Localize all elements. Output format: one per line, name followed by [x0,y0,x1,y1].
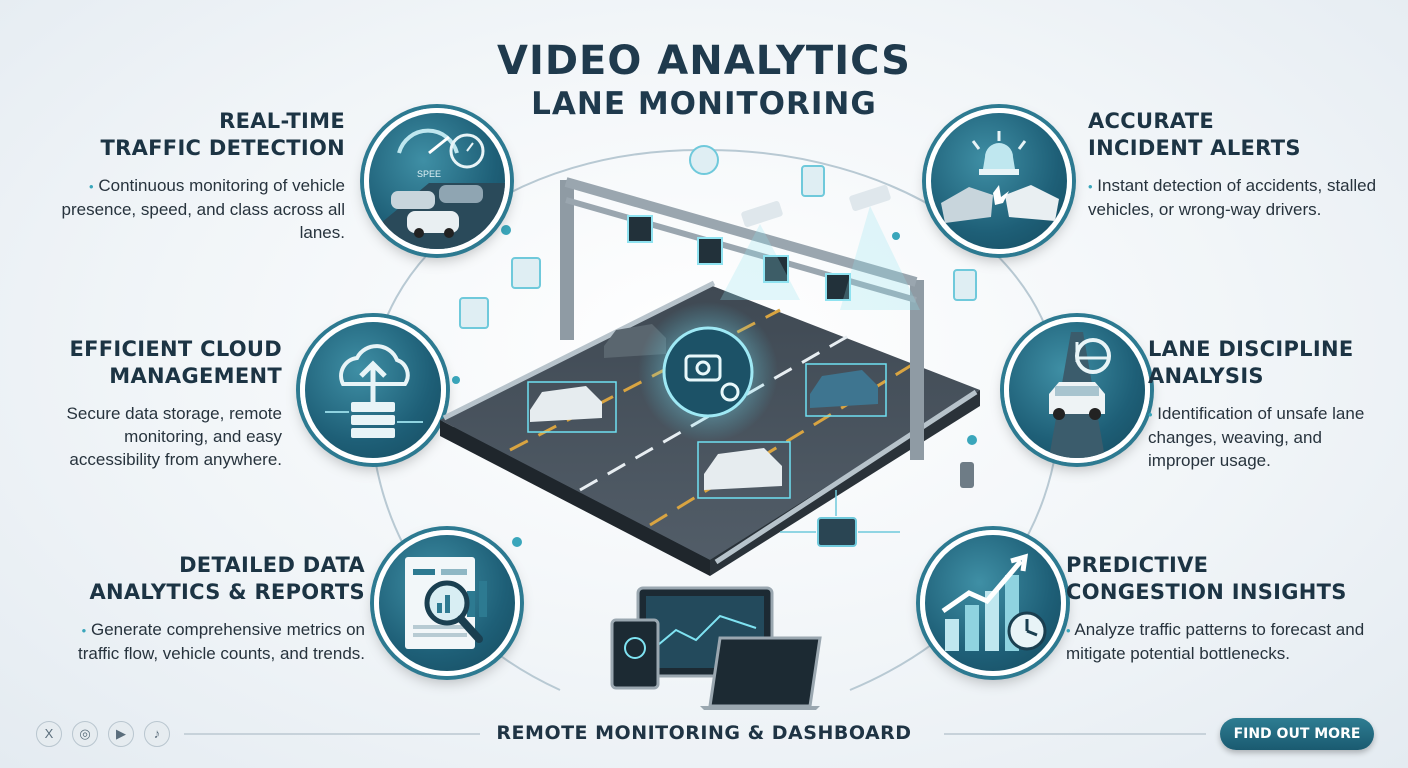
cloud-upload-icon [300,317,446,463]
feature-title-line2: CONGESTION INSIGHTS [1066,580,1347,604]
youtube-icon[interactable]: ▶ [108,721,134,747]
page-title: VIDEO ANALYTICS [497,38,911,84]
sensor-icon [801,165,825,197]
feature-title-line1: EFFICIENT CLOUD [69,337,282,361]
lane-monitoring-illustration [440,145,980,710]
feature-description: Identification of unsafe lane changes, w… [1148,404,1365,470]
report-magnifier-icon [374,530,520,676]
speedometer-label: SPEE [417,169,441,179]
steering-wheel-car-icon [1004,317,1150,463]
instagram-icon[interactable]: ◎ [72,721,98,747]
roadside-sensor [960,462,974,488]
processor-chip-icon [817,517,857,547]
wifi-icon [459,297,489,329]
feature-description: Generate comprehensive metrics on traffi… [78,620,365,663]
bullet-dot: • [1148,407,1153,422]
feature-title-line1: LANE DISCIPLINE [1148,337,1354,361]
car-icon [805,363,887,417]
feature-real-time-traffic-detection: REAL-TIME TRAFFIC DETECTION • Continuous … [40,108,346,244]
feature-description: Instant detection of accidents, stalled … [1088,176,1377,219]
bullet-dot: • [1066,623,1071,638]
feature-description: Analyze traffic patterns to forecast and… [1066,620,1365,663]
sensor-icon [953,269,977,301]
wifi-icon [689,145,719,175]
car-icon [697,441,791,499]
footer-divider-right [944,733,1206,735]
car-icon [527,381,617,433]
speedometer-cars-icon: SPEE [364,108,510,254]
feature-title-line1: DETAILED DATA [179,553,365,577]
dashboard-devices-icon [610,586,822,710]
feature-lane-discipline-analysis: LANE DISCIPLINE ANALYSIS • Identification… [1148,336,1388,472]
bullet-dot: • [89,179,94,194]
x-icon[interactable]: X [36,721,62,747]
find-out-more-button[interactable]: FIND OUT MORE [1220,718,1374,750]
chip-icon [511,257,541,289]
bullet-dot: • [81,623,87,638]
feature-description: Secure data storage, remote monitoring, … [66,404,282,469]
feature-title-line2: ANALYTICS & REPORTS [89,580,365,604]
rising-chart-clock-icon [920,530,1066,676]
feature-title-line1: REAL-TIME [219,109,345,133]
feature-title-line2: MANAGEMENT [109,364,282,388]
footer-divider-left [184,733,480,735]
feature-title-line1: PREDICTIVE [1066,553,1209,577]
bullet-dot: • [1088,179,1093,194]
page-subtitle: LANE MONITORING [531,86,877,122]
feature-predictive-congestion-insights: PREDICTIVE CONGESTION INSIGHTS • Analyze … [1066,552,1388,665]
camera-icon [741,184,891,228]
feature-title-line2: TRAFFIC DETECTION [100,136,345,160]
feature-accurate-incident-alerts: ACCURATE INCIDENT ALERTS • Instant detect… [1088,108,1388,221]
feature-description: Continuous monitoring of vehicle presenc… [61,176,346,242]
feature-title-line2: ANALYSIS [1148,364,1264,388]
feature-detailed-data-analytics: DETAILED DATA ANALYTICS & REPORTS • Gener… [60,552,365,665]
feature-efficient-cloud-management: EFFICIENT CLOUD MANAGEMENT Secure data st… [30,336,282,471]
tiktok-icon[interactable]: ♪ [144,721,170,747]
feature-title-line1: ACCURATE [1088,109,1214,133]
feature-title-line2: INCIDENT ALERTS [1088,136,1301,160]
siren-crash-icon [926,108,1072,254]
footer-label: REMOTE MONITORING & DASHBOARD [496,722,912,744]
